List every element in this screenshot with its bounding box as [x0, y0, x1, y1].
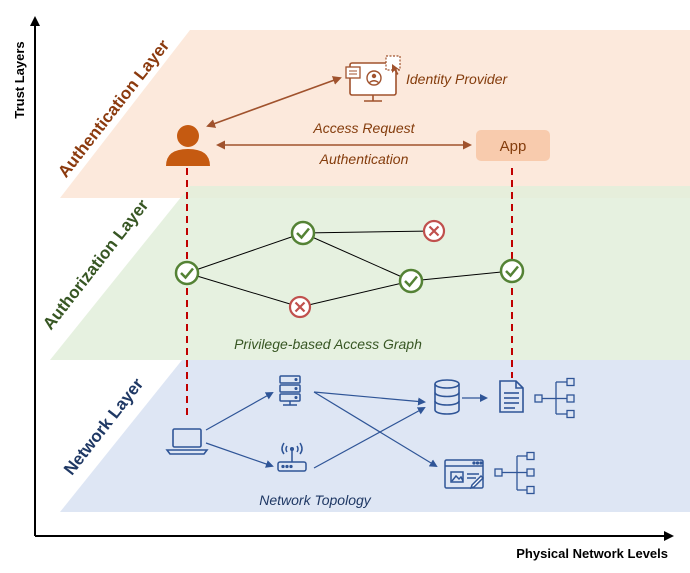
identity-provider-label: Identity Provider — [406, 71, 508, 87]
check-node-top — [290, 220, 316, 246]
hierarchy-icon-top — [534, 377, 575, 419]
authorization-plane — [50, 186, 690, 360]
document-icon — [499, 380, 524, 413]
user-idp-arrow — [206, 76, 342, 128]
network-topology-caption: Network Topology — [259, 492, 372, 508]
database-icon — [434, 379, 460, 415]
x-axis-label: Physical Network Levels — [516, 546, 668, 561]
app-box: App — [476, 130, 550, 161]
app-label: App — [500, 138, 527, 155]
check-node-left — [174, 260, 200, 286]
network-edges — [205, 391, 488, 469]
laptop-icon — [165, 428, 209, 455]
cross-node-bottom — [288, 295, 312, 319]
router-icon — [277, 442, 307, 472]
access-graph-edges — [186, 230, 513, 308]
network-plane — [60, 360, 690, 512]
check-node-right — [398, 268, 424, 294]
access-request-label: Access Request — [312, 120, 415, 136]
check-node-app — [499, 258, 525, 284]
cross-node-top — [422, 219, 446, 243]
access-graph-caption: Privilege-based Access Graph — [234, 336, 422, 352]
webpage-icon — [444, 459, 485, 490]
y-axis-label: Trust Layers — [12, 41, 27, 118]
hierarchy-icon-bottom — [494, 451, 535, 495]
authentication-label: Authentication — [319, 151, 409, 167]
person-icon — [166, 125, 210, 166]
monitor-user-icon — [345, 55, 401, 102]
server-icon — [279, 375, 301, 406]
